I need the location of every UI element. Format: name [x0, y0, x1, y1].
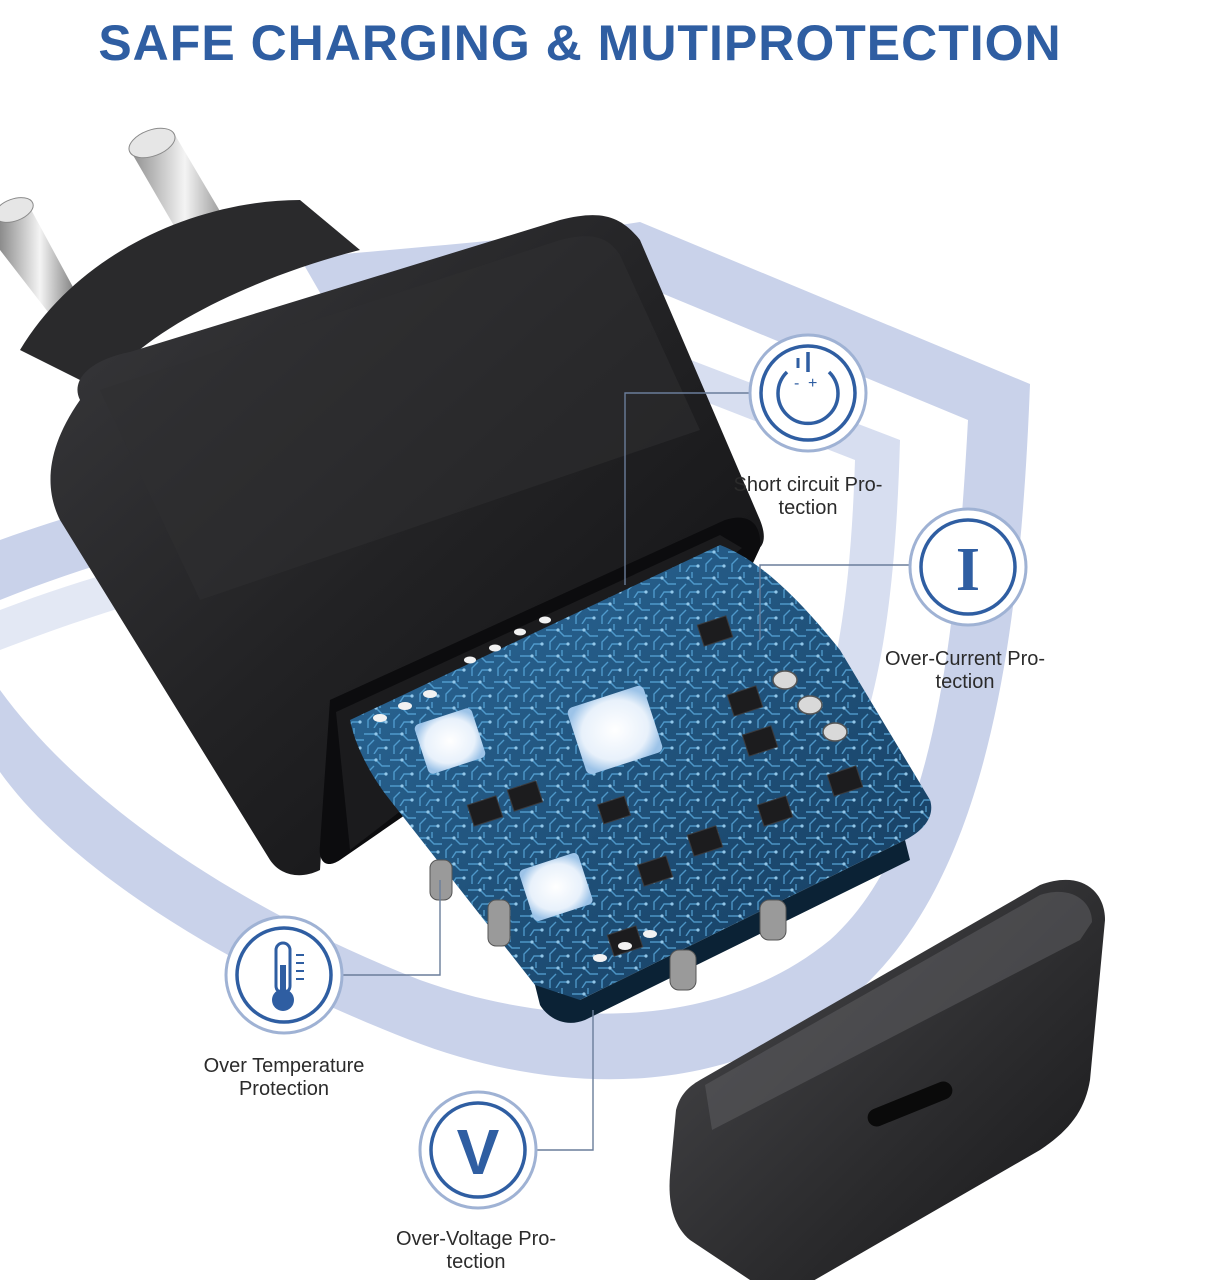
- power-icon: - +: [748, 333, 868, 453]
- over-temperature-label-line2: Protection: [238, 1078, 330, 1100]
- over-current-label: Over-Current Pro- tection: [855, 648, 1075, 694]
- circuit-board: [350, 545, 932, 1023]
- usb-c-port: [867, 1081, 953, 1127]
- thermometer-icon: [224, 915, 344, 1035]
- over-temperature-label: Over Temperature Protection: [174, 1055, 394, 1101]
- usb-c-cap: [669, 880, 1105, 1285]
- short-circuit-label-line1: Short circuit Pro-: [733, 474, 883, 496]
- over-temperature-label-line1: Over Temperature: [203, 1055, 365, 1077]
- over-voltage-label-line2: tection: [446, 1251, 506, 1273]
- callout-lines: [342, 392, 912, 1151]
- current-icon: I: [908, 507, 1028, 627]
- svg-text:+: +: [808, 375, 817, 392]
- voltage-glyph: V: [457, 1116, 500, 1188]
- short-circuit-label-line2: tection: [778, 497, 838, 519]
- page-title: SAFE CHARGING & MUTIPROTECTION: [98, 15, 1062, 71]
- over-current-label-line1: Over-Current Pro-: [884, 648, 1046, 670]
- over-current-label-line2: tection: [935, 671, 995, 693]
- svg-text:-: -: [794, 375, 799, 392]
- plug-base: [20, 200, 360, 390]
- over-voltage-label-line1: Over-Voltage Pro-: [395, 1228, 557, 1250]
- over-voltage-label: Over-Voltage Pro- tection: [366, 1228, 586, 1274]
- voltage-icon: V: [418, 1090, 538, 1210]
- current-glyph: I: [956, 536, 980, 604]
- short-circuit-label: Short circuit Pro- tection: [698, 474, 918, 520]
